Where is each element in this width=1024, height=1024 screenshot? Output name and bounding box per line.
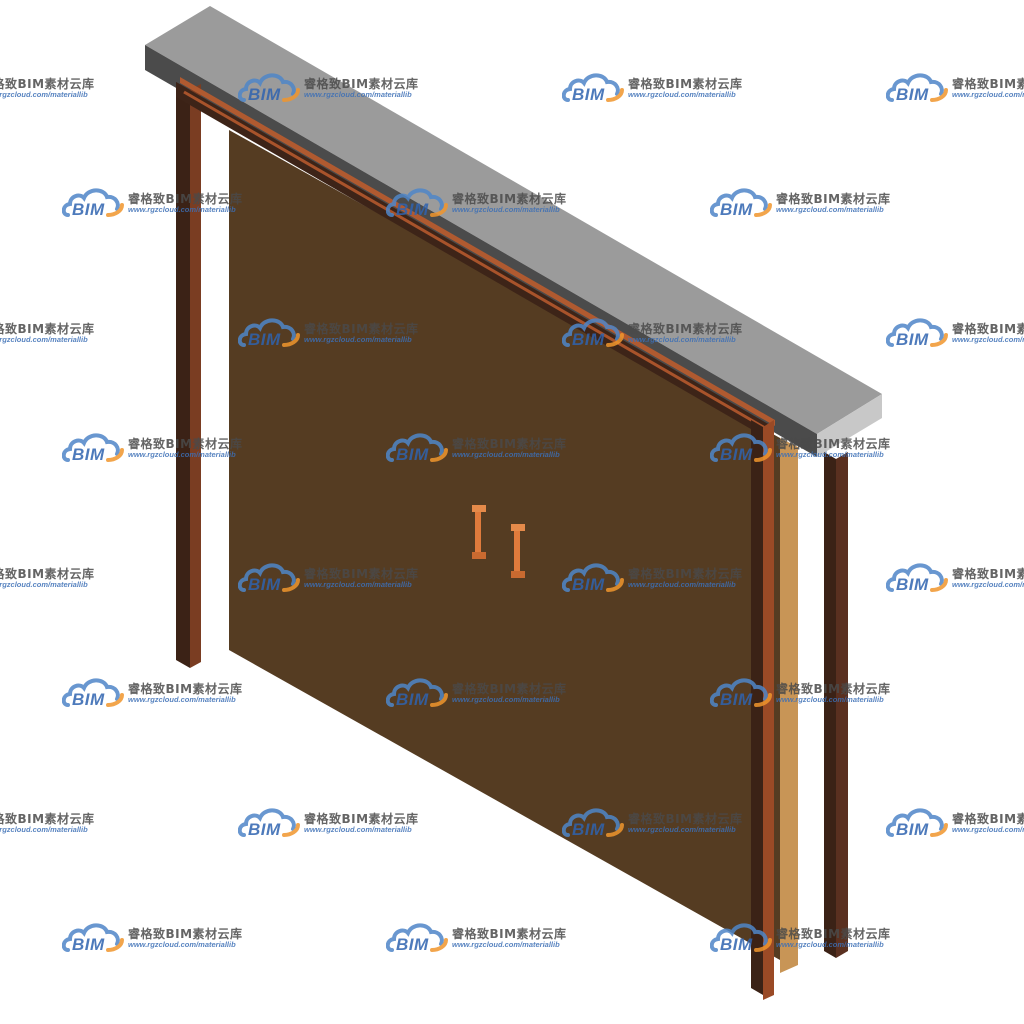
right-front-post-side (763, 420, 774, 1000)
top-rail-highlight (183, 90, 773, 434)
right-rear-post (824, 452, 848, 958)
right-front-post-front (751, 420, 763, 995)
lintel-side-face (817, 394, 882, 457)
left-post-side (190, 84, 201, 668)
door-panel (229, 130, 780, 960)
left-post-front (176, 82, 190, 668)
lintel-top-face (145, 6, 882, 434)
door-edge (780, 438, 798, 973)
top-frame-rail (176, 77, 775, 440)
right-rear-post-front (824, 452, 836, 958)
door-handles (472, 505, 525, 578)
door-handle-right (511, 524, 525, 578)
door-handle-left (472, 505, 486, 559)
right-front-post (751, 420, 774, 1000)
top-rail-copper (180, 77, 775, 426)
right-rear-post-side (836, 452, 848, 958)
left-post (176, 82, 201, 668)
top-rail-face (176, 82, 770, 440)
